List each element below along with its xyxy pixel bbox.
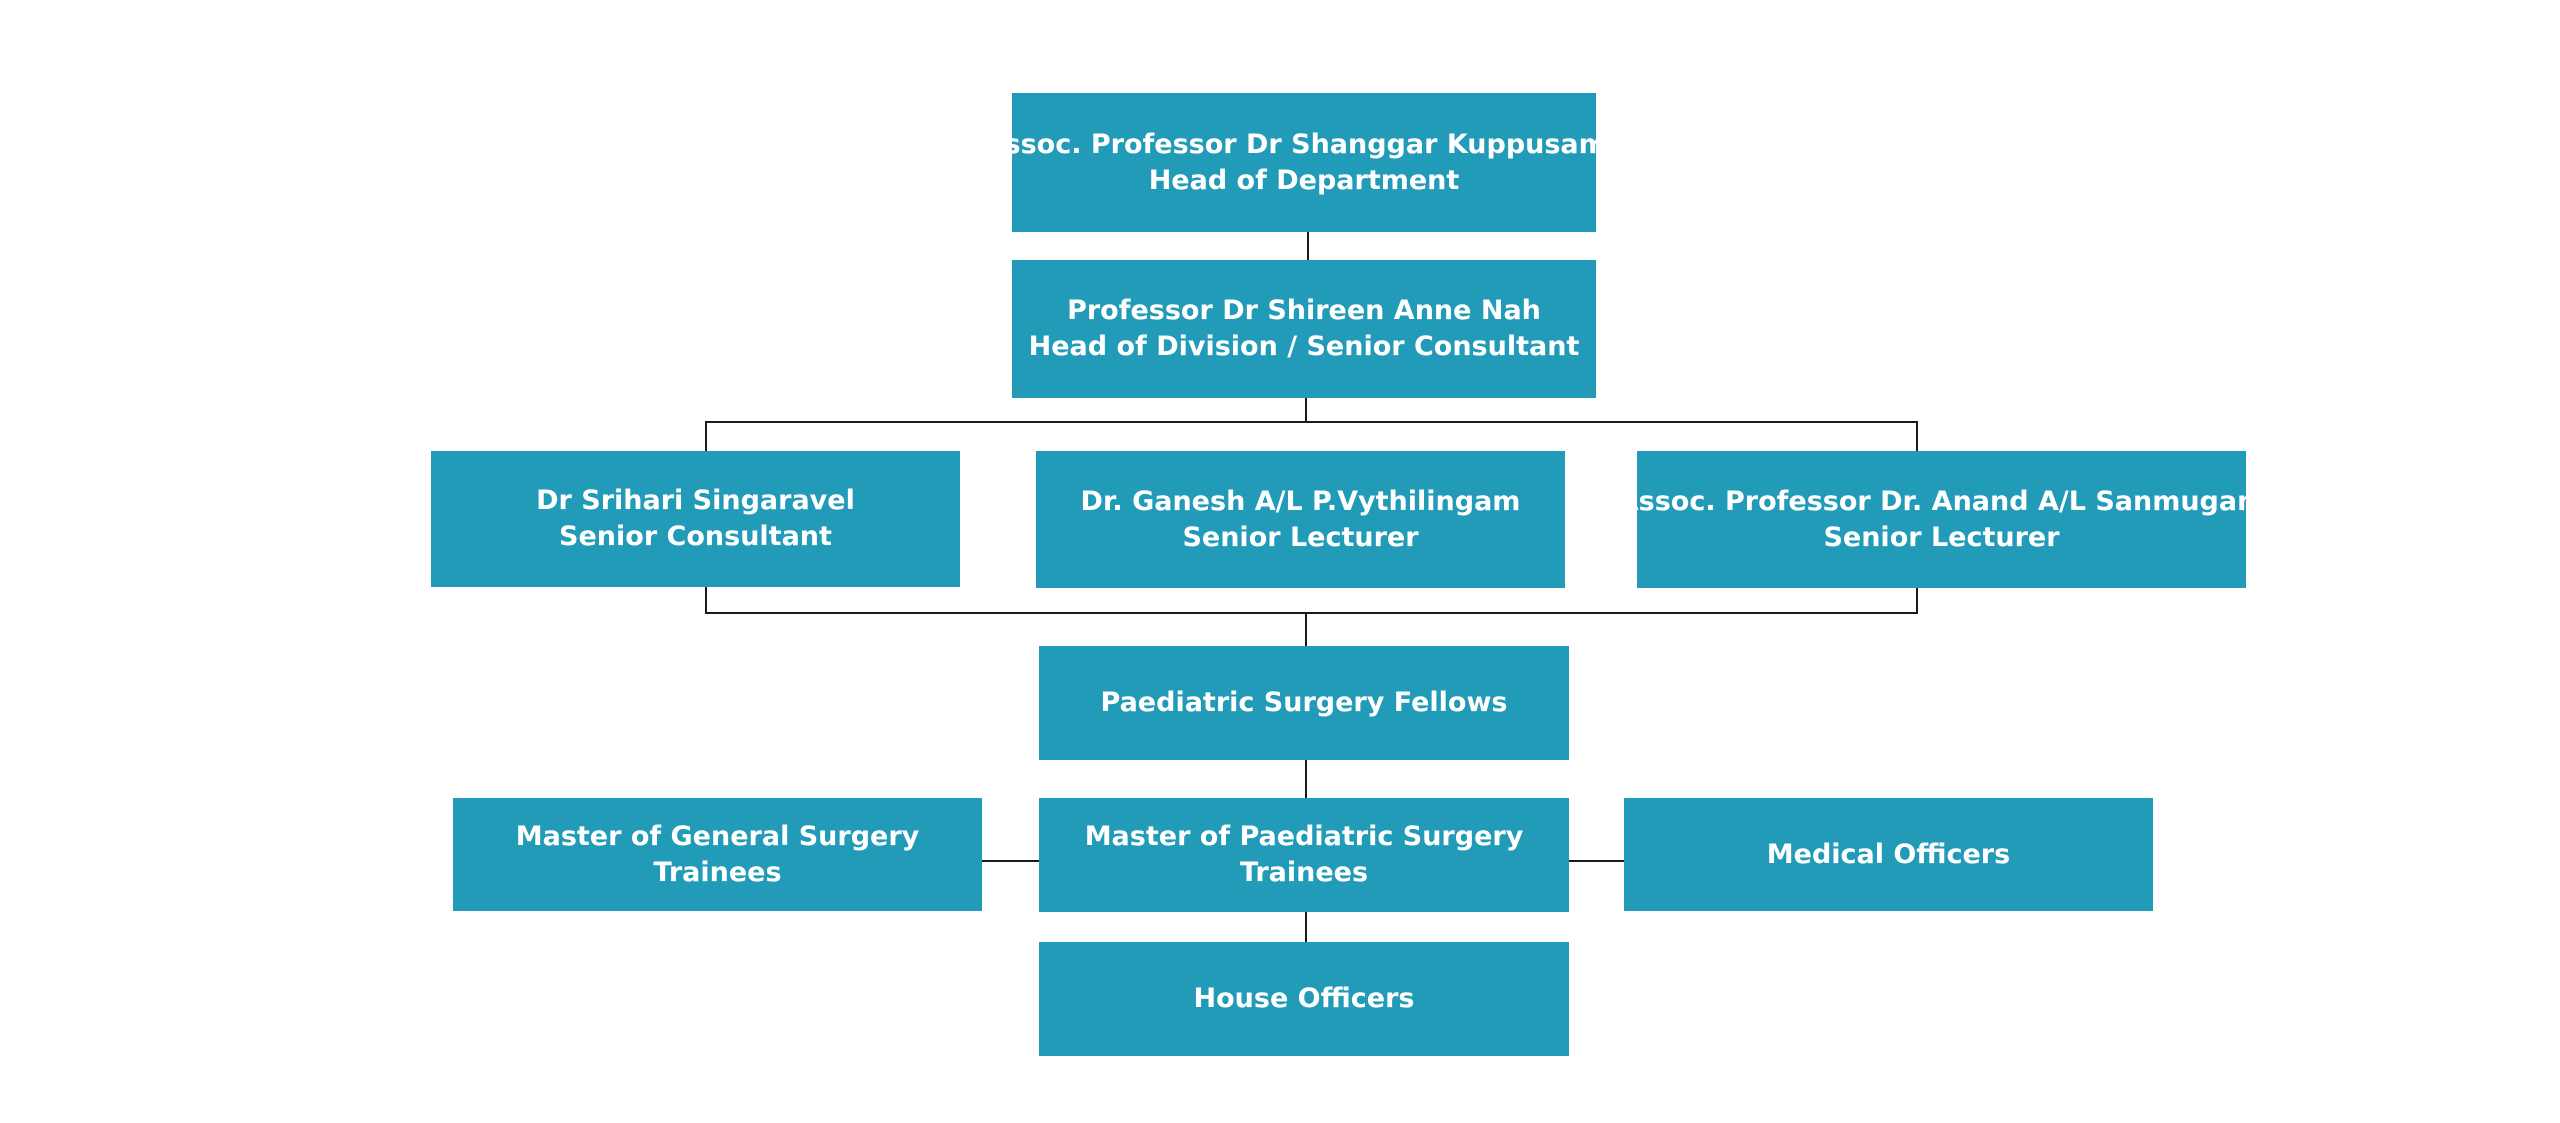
node-label: House Officers [1193, 983, 1415, 1014]
connector-bus-to-fellows [1305, 612, 1307, 646]
node-name: Dr. Ganesh A/L P.Vythilingam [1080, 485, 1521, 517]
node-senior-lecturer-ganesh[interactable]: Dr. Ganesh A/L P.Vythilingam Senior Lect… [1036, 451, 1565, 588]
node-house-officers[interactable]: House Officers [1039, 942, 1569, 1056]
node-paediatric-surgery-fellows[interactable]: Paediatric Surgery Fellows [1039, 646, 1569, 760]
node-paediatric-surgery-trainees[interactable]: Master of Paediatric Surgery Trainees [1039, 798, 1569, 912]
node-line-1: Master of General Surgery [515, 820, 920, 852]
connector-upper-drop-right [1916, 421, 1918, 451]
connector-division-down [1305, 398, 1307, 422]
node-role: Head of Division / Senior Consultant [1028, 331, 1580, 362]
connector-lower-bus [705, 612, 1918, 614]
node-label: Paediatric Surgery Fellows [1100, 687, 1508, 718]
node-name: Professor Dr Shireen Anne Nah [1067, 295, 1541, 326]
connector-general-to-paediatric [982, 860, 1040, 862]
node-role: Senior Lecturer [1182, 521, 1419, 553]
connector-upper-drop-left [705, 421, 707, 451]
node-head-of-division[interactable]: Professor Dr Shireen Anne Nah Head of Di… [1012, 260, 1596, 398]
node-role: Senior Consultant [559, 521, 832, 552]
node-line-2: Trainees [1239, 857, 1369, 888]
connector-lower-rise-left [705, 587, 707, 614]
node-label: Medical Officers [1766, 838, 2011, 870]
connector-hod-to-division [1307, 232, 1309, 260]
connector-trainees-to-house [1305, 912, 1307, 942]
node-line-1: Master of Paediatric Surgery [1084, 821, 1524, 852]
connector-fellows-to-trainees [1305, 760, 1307, 798]
node-name: Assoc. Professor Dr Shanggar Kuppusamy [983, 128, 1625, 160]
connector-lower-rise-right [1916, 588, 1918, 614]
node-name: Dr Srihari Singaravel [536, 485, 855, 516]
node-line-2: Trainees [653, 856, 782, 888]
node-role: Head of Department [1148, 164, 1460, 196]
node-role: Senior Lecturer [1823, 521, 2060, 553]
node-head-of-department[interactable]: Assoc. Professor Dr Shanggar Kuppusamy H… [984, 93, 1624, 232]
node-medical-officers[interactable]: Medical Officers [1624, 798, 2153, 911]
node-senior-lecturer-anand[interactable]: Assoc. Professor Dr. Anand A/L Sanmugam … [1618, 451, 2265, 588]
node-general-surgery-trainees[interactable]: Master of General Surgery Trainees [453, 798, 982, 911]
connector-paediatric-to-mo [1569, 860, 1624, 862]
node-name: Assoc. Professor Dr. Anand A/L Sanmugam [1617, 485, 2266, 517]
connector-upper-bus [705, 421, 1918, 423]
node-senior-consultant[interactable]: Dr Srihari Singaravel Senior Consultant [431, 451, 960, 587]
